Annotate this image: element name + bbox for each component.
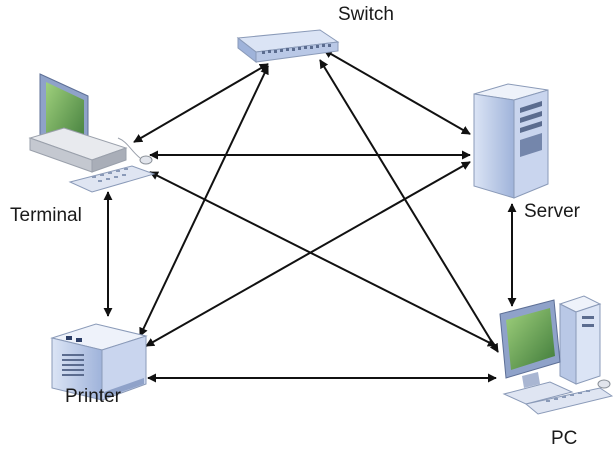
switch-icon bbox=[236, 29, 340, 64]
link-switch-terminal bbox=[133, 63, 269, 143]
terminal-label: Terminal bbox=[10, 205, 82, 226]
link-switch-printer bbox=[139, 65, 269, 337]
switch-label: Switch bbox=[338, 4, 394, 25]
link-server-printer bbox=[145, 161, 471, 347]
link-switch-pc bbox=[319, 59, 499, 353]
pc-label: PC bbox=[551, 428, 578, 449]
printer-label: Printer bbox=[65, 386, 121, 407]
terminal-icon bbox=[28, 73, 156, 193]
server-icon bbox=[473, 83, 549, 199]
connection-links bbox=[103, 49, 517, 383]
printer-icon bbox=[50, 323, 148, 401]
link-switch-server bbox=[323, 49, 471, 135]
server-label: Server bbox=[524, 201, 580, 222]
pc-icon bbox=[499, 295, 613, 415]
link-terminal-pc bbox=[149, 171, 497, 347]
